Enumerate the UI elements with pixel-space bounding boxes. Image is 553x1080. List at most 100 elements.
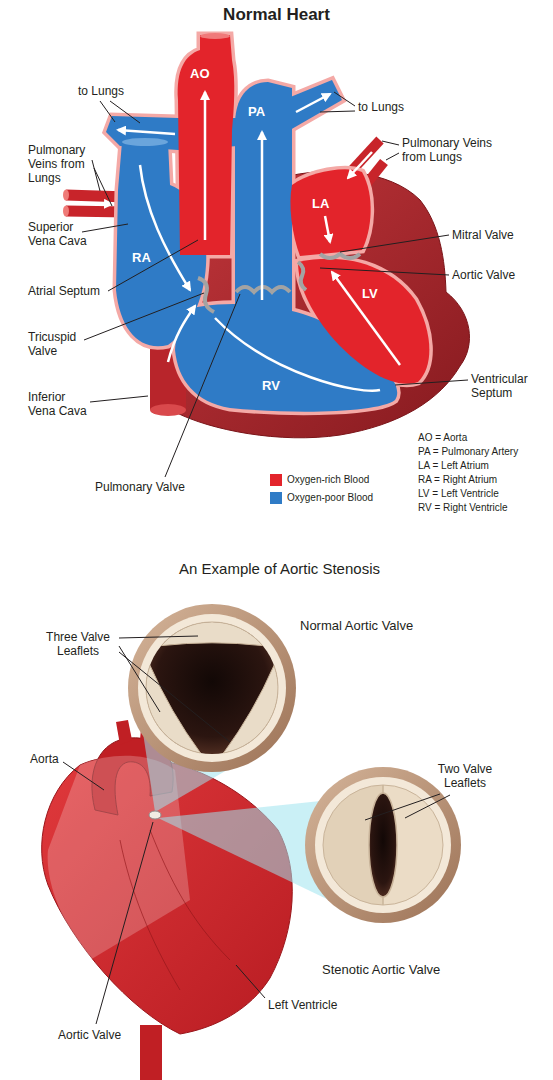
leader-label: Left Ventricle	[268, 998, 337, 1012]
flow-arrow	[325, 216, 330, 242]
leader-label: Two Valve Leaflets	[430, 762, 500, 790]
abbr-key: LA = Left Atrium	[418, 460, 489, 472]
leader-line	[334, 92, 355, 106]
label-slot: to Lungs	[78, 84, 124, 98]
flow-arrow	[261, 132, 264, 300]
section-heading: An Example of Aortic Stenosis	[3, 560, 553, 578]
label-slot: An Example of Aortic Stenosis	[3, 560, 553, 578]
figure-label: Normal Aortic Valve	[300, 618, 413, 634]
aortic-valve	[298, 262, 306, 290]
leader-line	[395, 380, 468, 385]
abbr-key: RA = Right Atrium	[418, 474, 497, 486]
leader-line	[382, 141, 399, 145]
chamber-outline	[235, 82, 292, 330]
chamber-outline	[290, 169, 370, 256]
stenotic-valve	[305, 767, 461, 923]
leader-line	[84, 293, 204, 340]
chamber-abbr: RV	[262, 378, 280, 394]
label-slot: Tricuspid Valve	[28, 330, 90, 358]
leader-line	[236, 965, 265, 998]
leader-label: Aorta	[30, 752, 59, 766]
leader-label: Pulmonary Veins from Lungs	[402, 136, 502, 164]
abbr-key: RV = Right Ventricle	[418, 502, 508, 514]
leader-label: Inferior Vena Cava	[28, 390, 92, 418]
vena-cava-opening	[150, 404, 186, 416]
abbr-key: AO = Aorta	[418, 432, 467, 444]
leader-line	[96, 822, 153, 1024]
label-slot: Aortic Valve	[452, 268, 515, 282]
flow-arrow	[118, 130, 175, 134]
valve-leaflet	[161, 622, 262, 646]
label-slot: Stenotic Aortic Valve	[322, 962, 440, 978]
valve-rim	[315, 777, 451, 913]
abbr-key: LV = Left Ventricle	[418, 488, 499, 500]
leader-line	[119, 646, 160, 712]
leader-lines	[63, 636, 450, 1024]
label-slot: LV	[362, 286, 378, 302]
label-slot: PA	[248, 104, 265, 120]
leader-label: Ventricular Septum	[471, 372, 549, 400]
leader-line	[119, 636, 198, 638]
label-slot: Pulmonary Valve	[95, 480, 185, 494]
leader-line	[110, 101, 140, 123]
heart-detail	[150, 830, 230, 960]
label-slot: to Lungs	[358, 100, 404, 114]
chamber-abbr: LA	[312, 196, 329, 212]
chamber-abbr: AO	[190, 66, 210, 82]
flow-arrow	[332, 272, 400, 365]
pulmonary-artery	[235, 82, 292, 330]
leader-label: Superior Vena Cava	[28, 220, 98, 248]
flow-arrow	[72, 203, 112, 204]
leader-label: Pulmonary Veins from Lungs	[28, 143, 100, 185]
valve-wall	[305, 767, 461, 923]
valve-wall	[128, 604, 296, 772]
figure-label: Stenotic Aortic Valve	[322, 962, 440, 978]
chamber-outline	[288, 80, 342, 130]
leader-label: Three Valve Leaflets	[40, 630, 116, 658]
label-slot: Aorta	[30, 752, 59, 766]
label-slot: RV	[262, 378, 280, 394]
legend-swatch	[270, 474, 282, 486]
valve-leaflet	[224, 665, 278, 753]
abbr-key: PA = Pulmonary Artery	[418, 446, 518, 458]
vein-opening	[63, 190, 69, 201]
legend-swatch	[270, 492, 282, 504]
left-ventricle	[298, 259, 429, 384]
label-slot: Two Valve Leaflets	[430, 762, 500, 790]
legend-item: Oxygen-rich Blood	[270, 474, 369, 486]
normal-valve	[128, 604, 296, 772]
chamber-abbr: PA	[248, 104, 265, 120]
leader-line	[340, 235, 449, 252]
title-slot: Normal Heart	[0, 5, 553, 25]
mitral-valve	[320, 254, 360, 258]
aorta-opening	[200, 33, 230, 39]
heart-detail	[120, 840, 180, 990]
label-slot: Ventricular Septum	[471, 372, 549, 400]
left-atrium	[290, 169, 370, 256]
leader-line	[386, 153, 399, 160]
valve-slit	[369, 793, 397, 897]
label-slot: AO = Aorta	[418, 432, 467, 444]
leader-line	[405, 795, 450, 818]
label-slot: Atrial Septum	[28, 284, 100, 298]
leader-line	[92, 160, 100, 191]
legend-item: Oxygen-poor Blood	[270, 492, 373, 504]
label-slot: Three Valve Leaflets	[40, 630, 116, 658]
legend-text: Oxygen-rich Blood	[287, 474, 369, 486]
label-slot: Left Ventricle	[268, 998, 337, 1012]
chamber-abbr: LV	[362, 286, 378, 302]
vein-opening	[63, 206, 69, 217]
aorta	[178, 35, 235, 255]
label-slot: LA = Left Atrium	[418, 460, 489, 472]
label-slot: AO	[190, 66, 210, 82]
leader-label: Pulmonary Valve	[95, 480, 185, 494]
leader-line	[165, 294, 240, 477]
flow-arrow	[348, 152, 372, 178]
leader-label: Tricuspid Valve	[28, 330, 90, 358]
valve-rim	[138, 614, 286, 762]
label-slot: Pulmonary Veins from Lungs	[402, 136, 502, 164]
label-slot: RA	[132, 250, 151, 266]
flow-arrows	[72, 92, 400, 391]
leader-line	[320, 268, 449, 275]
